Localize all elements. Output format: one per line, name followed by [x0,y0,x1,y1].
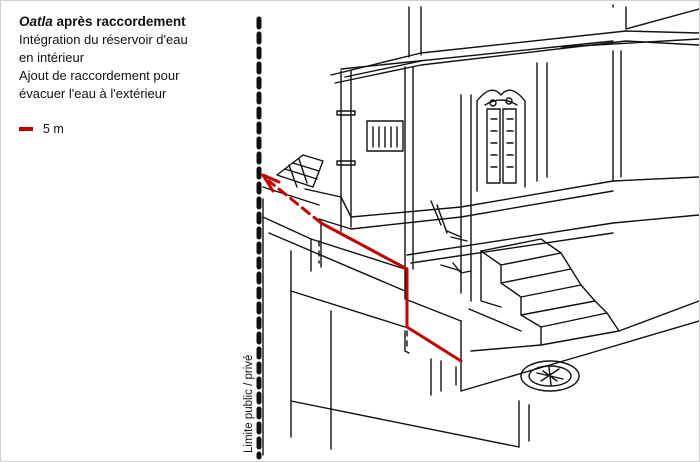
construction-lines [318,240,408,352]
window [366,120,404,152]
caption-line-1: Intégration du réservoir d'eau [19,32,188,47]
caption-line-4: évacuer l'eau à l'extérieur [19,86,167,101]
scale-swatch [19,127,33,131]
caption-line-2: en intérieur [19,50,85,65]
floor-slab [304,176,699,274]
scale-legend: 5 m [19,122,64,136]
caption-line-3: Ajout de raccordement pour [19,68,180,83]
drainage-pipe-route [261,173,463,363]
manhole-cover [520,360,580,392]
staircase [468,238,699,352]
boundary-label: Limite public / privé [243,354,255,453]
upper-floor [330,4,699,84]
caption-block: Oatla après raccordement Intégration du … [19,13,249,103]
ground-floor-walls [262,198,699,456]
columns [336,50,622,302]
caption-place: Oatla [19,14,53,29]
scale-label: 5 m [43,122,64,136]
door [476,89,526,192]
caption-title: Oatla après raccordement [19,13,249,31]
caption-title-rest: après raccordement [52,14,186,29]
